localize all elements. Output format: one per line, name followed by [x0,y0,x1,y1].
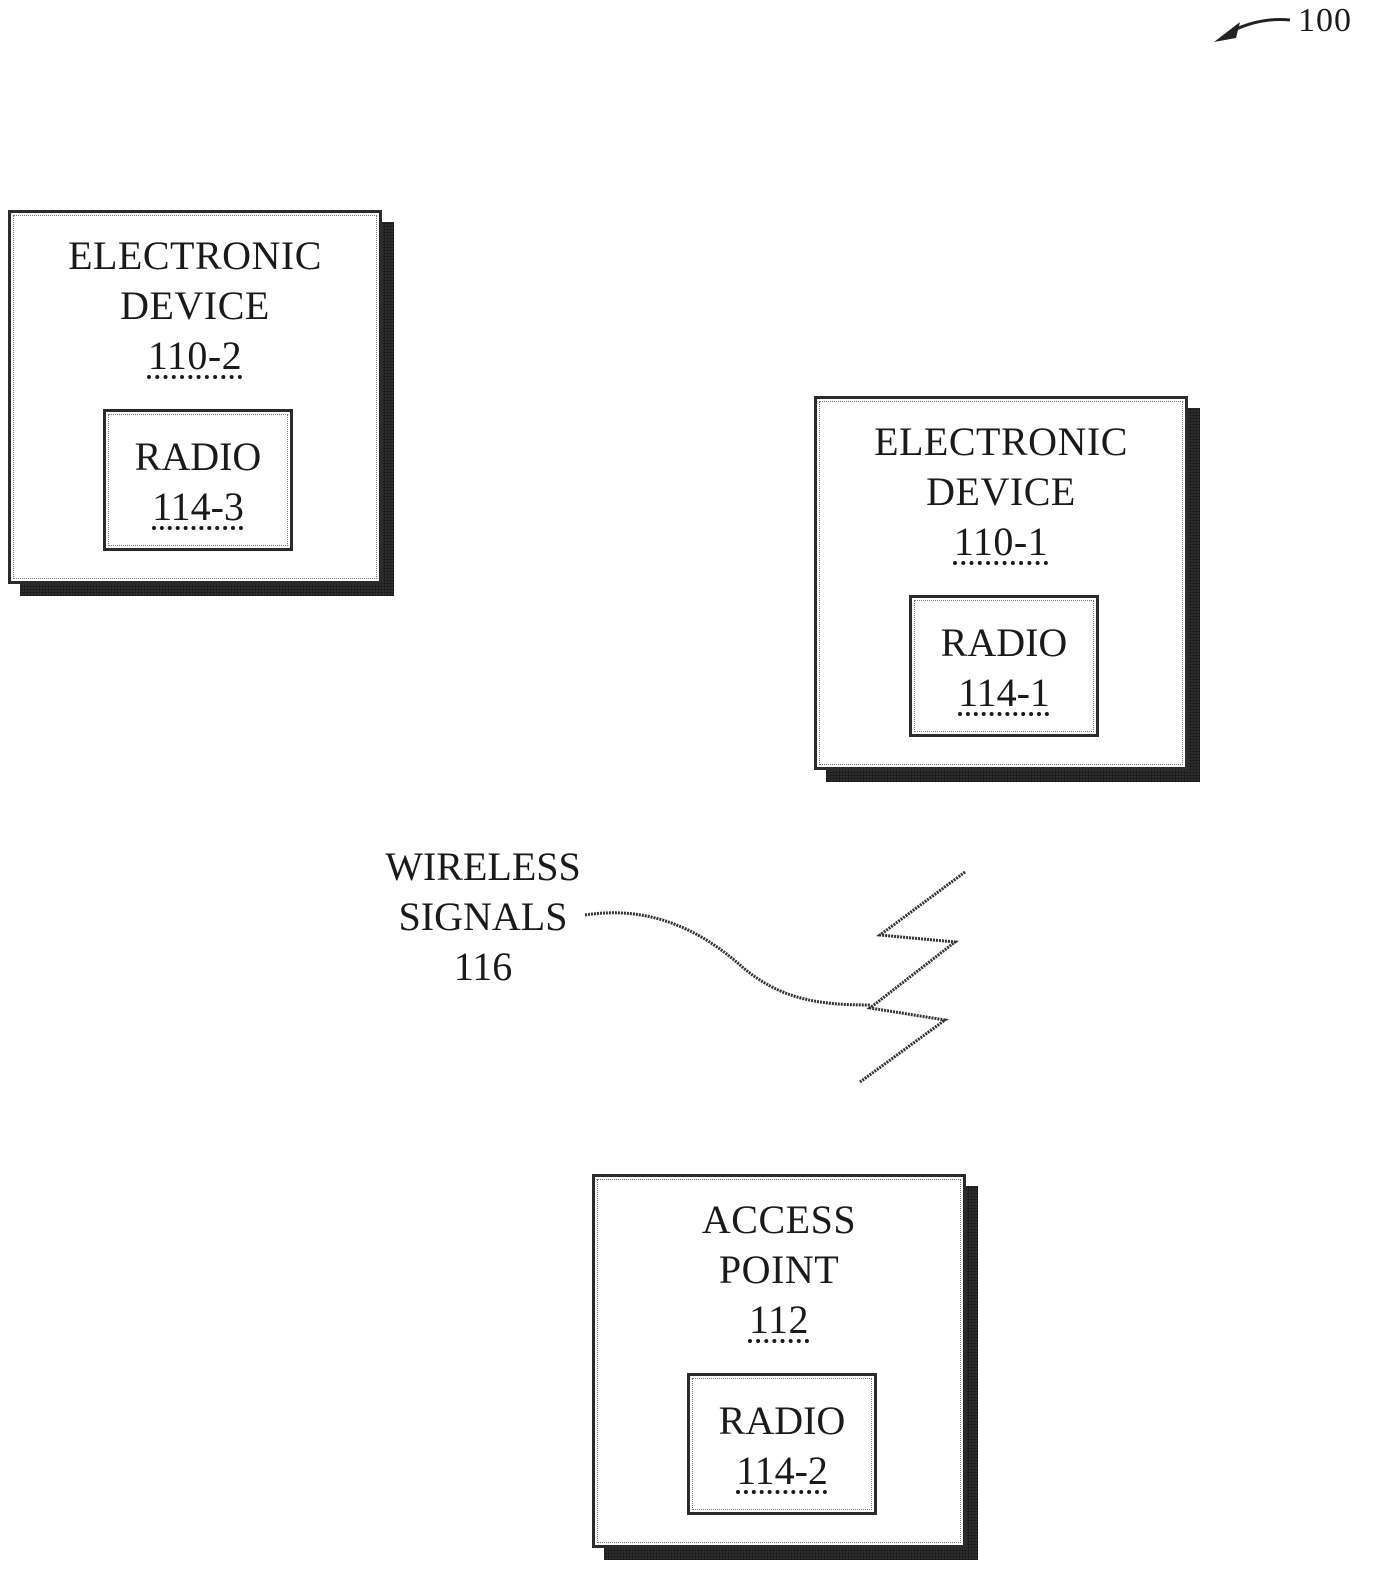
leader-line [585,913,870,1005]
lightning-bolt-icon [860,872,965,1082]
